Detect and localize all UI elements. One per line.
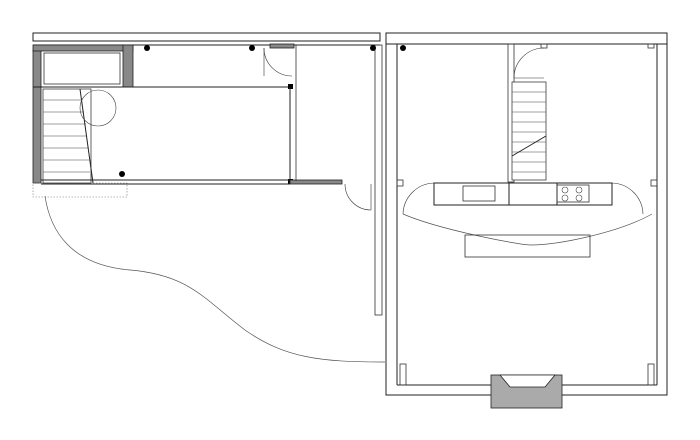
stair-door-arc — [513, 47, 545, 79]
top-door — [263, 43, 295, 77]
left-kitchen-door — [402, 182, 435, 215]
wall-stub — [647, 43, 655, 49]
light-point — [249, 45, 255, 51]
dining-table — [464, 234, 591, 258]
light-point — [144, 45, 150, 51]
burner — [575, 194, 583, 202]
column-marker — [288, 84, 293, 89]
storage-wall-right — [122, 44, 134, 88]
light-point — [119, 171, 125, 177]
fireplace — [490, 374, 563, 409]
wall-stub — [647, 363, 655, 386]
light-point — [370, 45, 376, 51]
cooktop — [556, 184, 590, 203]
bottom-door — [344, 183, 372, 211]
ceiling-arc — [402, 213, 653, 246]
left-staircase — [42, 88, 94, 184]
left-solid-wall — [32, 49, 42, 184]
light-point — [400, 45, 406, 51]
kitchen-counter — [433, 182, 613, 206]
left-building — [32, 32, 386, 363]
left-top-wall-outer — [32, 32, 381, 42]
right-kitchen-door — [611, 182, 644, 215]
wall-stub — [399, 363, 407, 386]
wall-stub — [396, 179, 404, 187]
storage-room — [43, 52, 121, 85]
wall-stub — [650, 179, 658, 187]
burner — [575, 186, 583, 194]
sink — [462, 185, 496, 202]
threshold-wall — [289, 179, 343, 185]
burner — [561, 194, 569, 202]
boundary-wall — [374, 44, 383, 316]
landscape-curve — [44, 195, 386, 363]
right-staircase — [511, 81, 547, 181]
burner — [561, 186, 569, 194]
right-building — [385, 32, 668, 409]
stair-dashed-outline — [32, 182, 128, 198]
counter-gap — [508, 182, 558, 206]
storage-wall-top — [32, 44, 134, 52]
round-column — [79, 89, 117, 127]
wall-stub — [540, 43, 548, 49]
